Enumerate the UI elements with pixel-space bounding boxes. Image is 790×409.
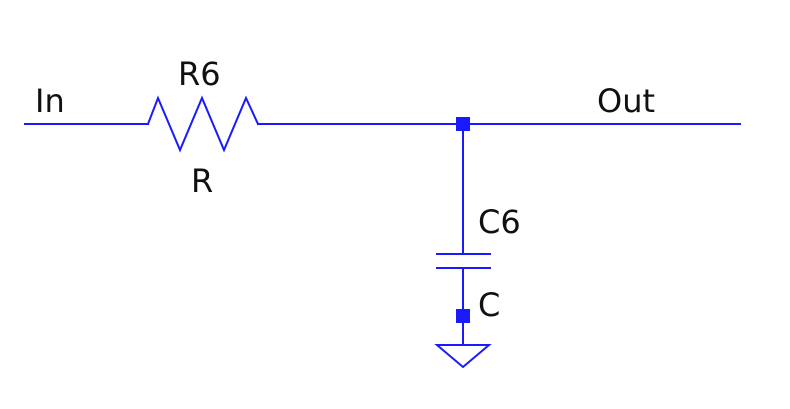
capacitor-value: C [478, 286, 500, 324]
capacitor-node [456, 309, 470, 323]
resistor-r6-symbol [146, 95, 260, 153]
capacitor-designator: C6 [478, 203, 521, 241]
output-label: Out [597, 82, 655, 120]
ground-icon [434, 344, 492, 369]
input-label: In [35, 82, 65, 120]
resistor-designator: R6 [178, 55, 221, 93]
resistor-value: R [191, 162, 213, 200]
